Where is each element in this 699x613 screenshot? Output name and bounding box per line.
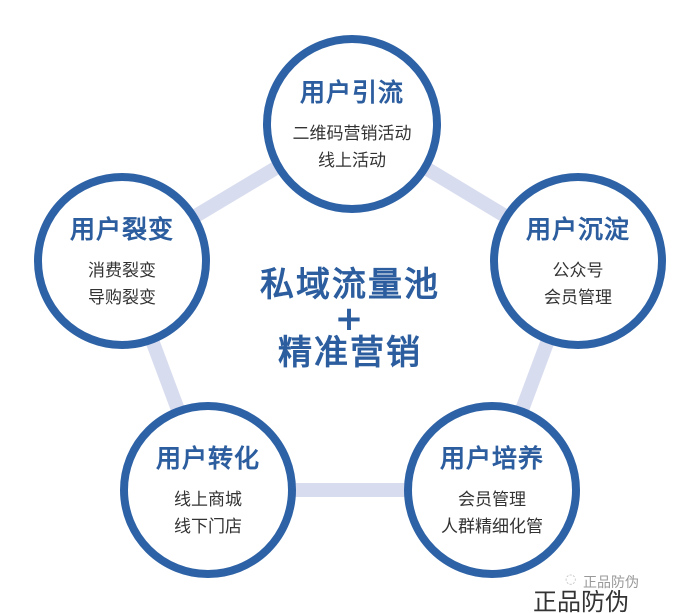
node-line: 导购裂变 bbox=[88, 288, 156, 308]
center-line-2: 精准营销 bbox=[278, 333, 422, 373]
node-user-fission: 用户裂变 消费裂变 导购裂变 bbox=[34, 173, 210, 349]
node-line: 二维码营销活动 bbox=[292, 124, 412, 144]
center-title: 私域流量池 + 精准营销 bbox=[230, 268, 470, 370]
node-line: 会员管理 bbox=[458, 490, 526, 510]
center-line-1: 私域流量池 bbox=[260, 265, 440, 305]
center-plus: + bbox=[334, 299, 366, 339]
watermark-big: 正品防伪 bbox=[533, 588, 629, 613]
node-line: 线上活动 bbox=[318, 151, 386, 171]
node-line: 消费裂变 bbox=[88, 261, 156, 281]
node-line: 人群精细化管 bbox=[441, 517, 543, 537]
node-user-conversion: 用户转化 线上商城 线下门店 bbox=[120, 402, 296, 578]
node-title: 用户沉淀 bbox=[525, 215, 630, 244]
node-title: 用户培养 bbox=[439, 444, 544, 473]
node-line: 公众号 bbox=[552, 261, 604, 281]
node-line: 线下门店 bbox=[174, 517, 242, 537]
node-user-retention: 用户沉淀 公众号 会员管理 bbox=[490, 173, 666, 349]
watermark-small: 正品防伪 bbox=[583, 575, 639, 591]
wechat-icon: ◌ bbox=[565, 572, 577, 587]
node-line: 会员管理 bbox=[544, 288, 612, 308]
node-title: 用户转化 bbox=[155, 444, 260, 473]
node-user-acquisition: 用户引流 二维码营销活动 线上活动 bbox=[263, 35, 441, 213]
node-title: 用户引流 bbox=[299, 78, 404, 107]
node-user-nurturing: 用户培养 会员管理 人群精细化管 bbox=[404, 402, 580, 578]
node-line: 线上商城 bbox=[174, 490, 242, 510]
node-title: 用户裂变 bbox=[69, 215, 174, 244]
